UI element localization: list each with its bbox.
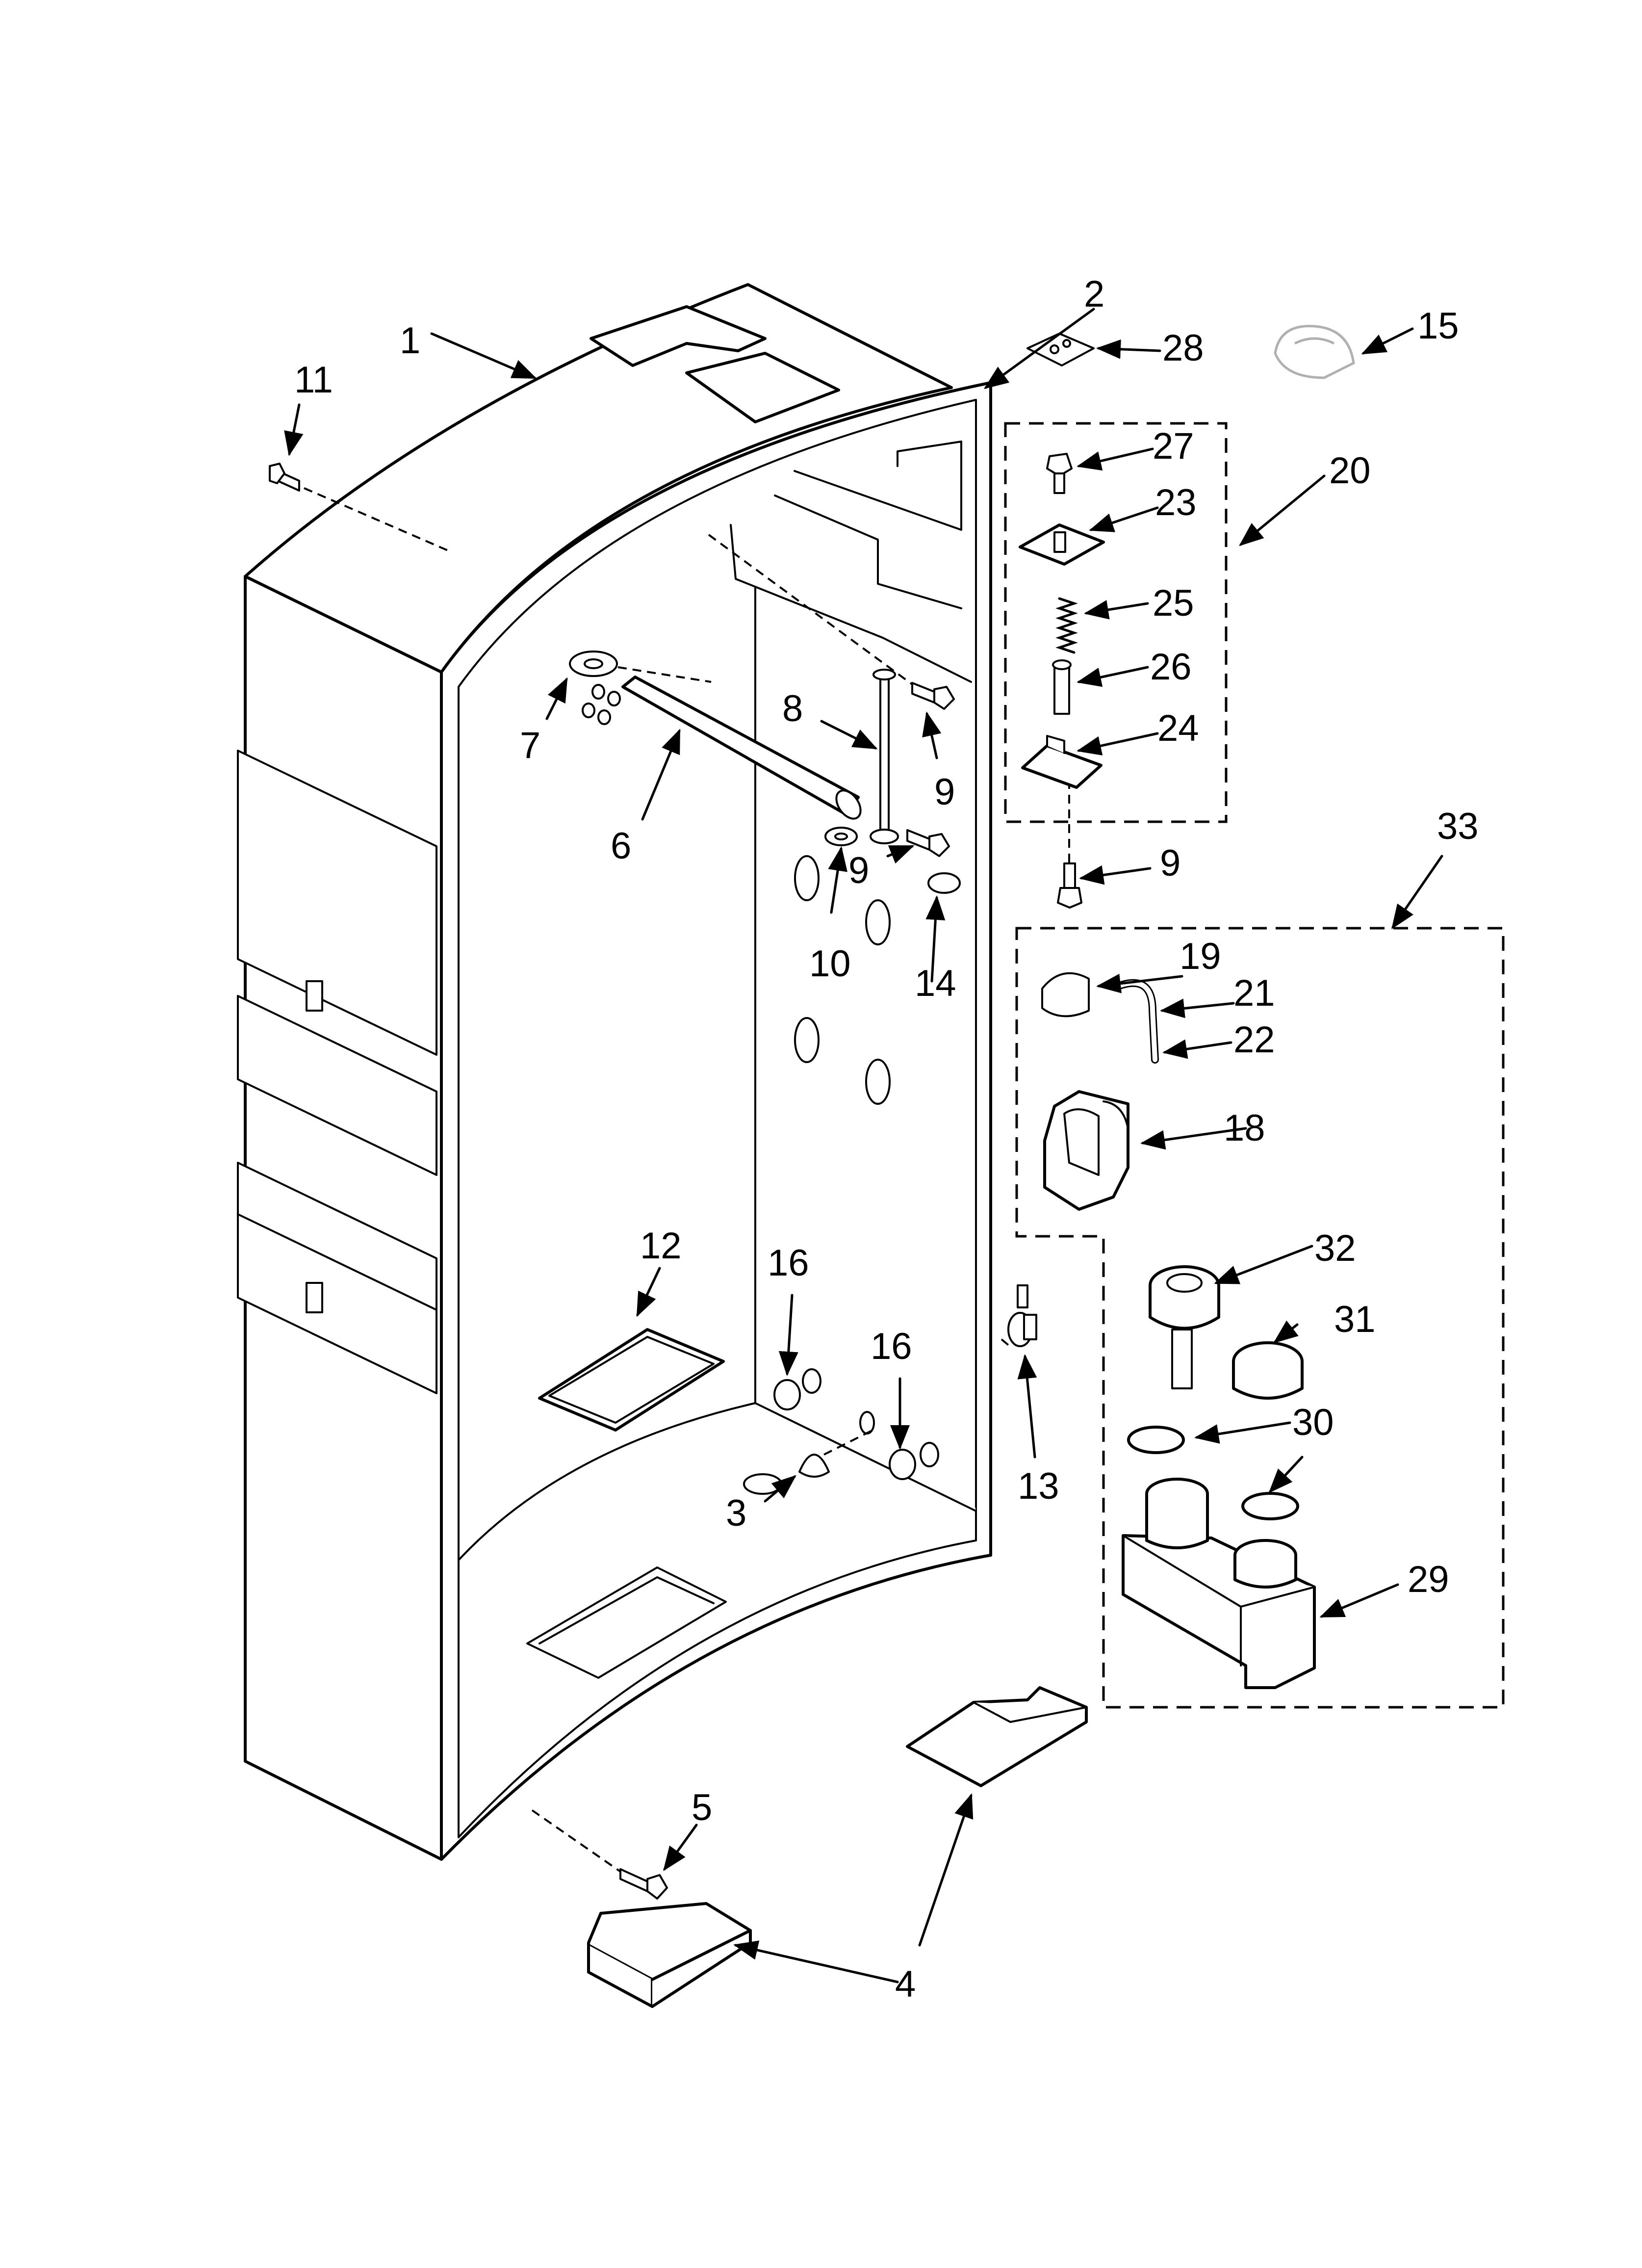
kit-20-box [1004,422,1228,823]
part-23-bracket [1019,523,1105,566]
part-27-screw [1046,453,1073,494]
part-30-o-ring-left [1127,1426,1185,1454]
part-4-trim-upper [906,1686,1088,1787]
callout-13: 13 [1018,1465,1059,1507]
callout-25: 25 [1153,582,1194,624]
part-5-screw [619,1868,668,1900]
callout-6: 6 [611,825,631,867]
part-12-cover [538,1328,725,1432]
part-18-housing [1043,1090,1129,1211]
callout-9-lower: 9 [1160,842,1180,884]
callout-29: 29 [1408,1559,1449,1600]
part-7-air-diffuser [569,651,621,725]
part-4-trim-lower [587,1902,752,2008]
callout-21: 21 [1233,972,1275,1014]
callout-33: 33 [1437,806,1479,847]
callout-16-left: 16 [768,1242,809,1284]
callout-23: 23 [1155,482,1197,523]
part-29-filter-housing [1122,1478,1316,1689]
callout-4: 4 [895,1963,916,2005]
callout-11: 11 [294,359,333,401]
callout-30: 30 [1292,1402,1334,1443]
cabinet-liner [237,283,992,1861]
callout-22: 22 [1233,1019,1275,1061]
part-15-clip [1274,325,1355,379]
part-32-knob [1149,1265,1220,1389]
part-31-cap [1232,1341,1304,1400]
callout-8: 8 [782,688,803,730]
part-21-tube [1114,979,1159,1064]
callout-27: 27 [1153,425,1194,467]
part-28-plate [1026,333,1095,366]
callout-24: 24 [1157,707,1199,749]
callout-5: 5 [692,1787,712,1828]
callout-9-upper: 9 [934,771,955,813]
callout-18: 18 [1224,1107,1265,1149]
part-13-fitting [1007,1284,1037,1347]
part-9-screw-upper [911,682,955,710]
callout-7: 7 [520,725,540,766]
part-19-housing [1041,972,1090,1017]
callout-3: 3 [726,1492,746,1534]
callout-12: 12 [640,1225,682,1267]
callout-labels: 1 2 3 4 5 6 7 8 9 9 9 10 11 12 13 14 15 … [294,273,1479,2005]
callout-32: 32 [1314,1227,1356,1269]
part-9-screw-lower [1057,862,1082,909]
callout-19: 19 [1180,936,1221,977]
part-26-pin [1052,659,1072,715]
kit-33-box [1015,927,1505,1709]
callout-15: 15 [1417,305,1459,347]
part-16-vent-left [773,1368,821,1410]
callout-31: 31 [1334,1299,1376,1340]
part-24-bracket [1021,735,1103,789]
part-14-plug [927,872,961,894]
part-25-spring [1055,597,1078,654]
callout-20: 20 [1329,450,1371,492]
part-11-screw [269,463,300,492]
callout-28: 28 [1162,327,1204,369]
part-10-grommet [824,827,858,846]
part-8-rod [870,669,899,844]
callout-9-middle: 9 [848,850,869,891]
part-30-o-ring-right [1241,1492,1299,1520]
callout-26: 26 [1150,646,1192,688]
callout-16-right: 16 [871,1326,912,1367]
part-6-tube [621,676,862,820]
callout-10: 10 [809,943,851,985]
callout-14: 14 [915,963,956,1004]
callout-2: 2 [1084,273,1104,315]
part-9-screw-middle [906,829,950,857]
callout-1: 1 [400,320,420,362]
leader-lines [284,308,1443,1983]
part-16-vent-right [859,1411,939,1480]
part-3-cap [798,1454,830,1478]
